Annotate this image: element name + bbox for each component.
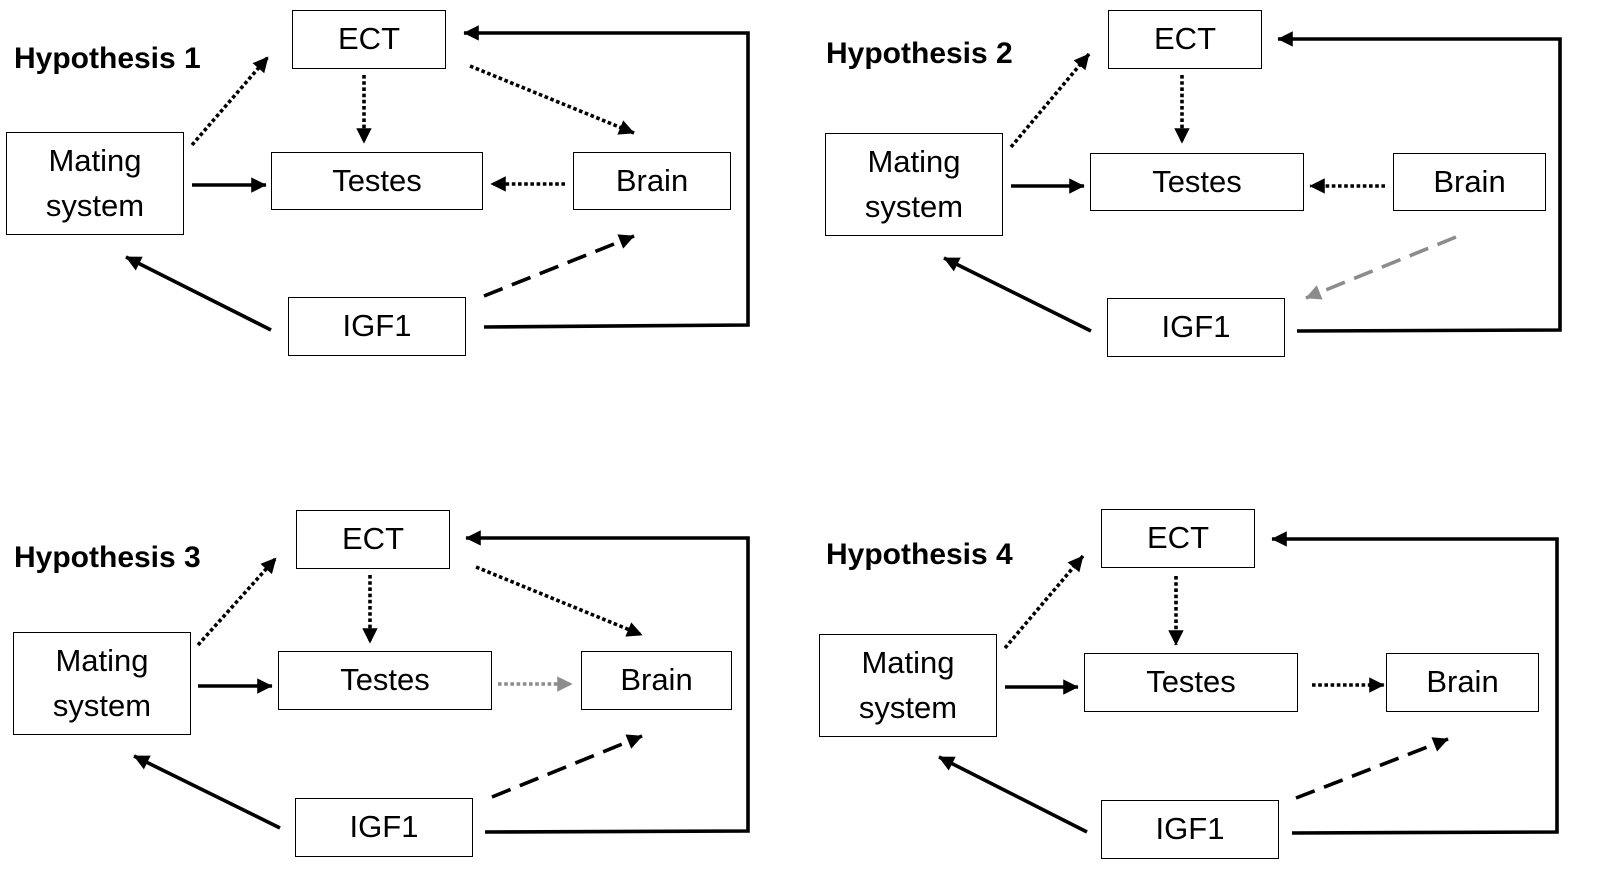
igf1-label: IGF1 xyxy=(342,308,412,344)
mating-system-label: Mating system xyxy=(858,644,958,725)
ect-node: ECT xyxy=(1108,10,1262,69)
arrow-igf1-to-mating xyxy=(943,256,1092,333)
arrow-igf1-to-brain xyxy=(1295,737,1449,800)
arrow-ect-to-brain xyxy=(475,565,643,637)
ect-label: ECT xyxy=(1154,21,1216,57)
arrow-mating-to-ect xyxy=(190,55,270,147)
testes-node: Testes xyxy=(1084,653,1298,712)
igf1-label: IGF1 xyxy=(1155,811,1225,847)
edges-layer xyxy=(938,531,1559,835)
arrow-igf1-to-mating xyxy=(133,754,281,830)
ect-node: ECT xyxy=(1101,509,1255,568)
brain-label: Brain xyxy=(1433,163,1506,199)
hypothesis-panel-2: Hypothesis 2 ECT Mating system Testes Br… xyxy=(800,0,1600,443)
ect-label: ECT xyxy=(1147,520,1209,556)
arrow-igf1-to-ect xyxy=(1277,31,1562,333)
brain-label: Brain xyxy=(1426,664,1499,700)
arrow-igf1-to-ect xyxy=(463,25,750,329)
ect-node: ECT xyxy=(296,510,450,569)
mating-system-label: Mating system xyxy=(45,142,145,223)
mating-system-node: Mating system xyxy=(6,132,184,235)
ect-label: ECT xyxy=(342,521,404,557)
arrow-igf1-to-brain xyxy=(483,234,635,298)
ect-label: ECT xyxy=(338,21,400,57)
testes-node: Testes xyxy=(271,152,483,210)
hypothesis-title: Hypothesis 1 xyxy=(14,42,201,75)
hypothesis-title: Hypothesis 3 xyxy=(14,541,201,574)
edges-layer xyxy=(125,25,750,332)
testes-label: Testes xyxy=(340,662,430,698)
testes-label: Testes xyxy=(332,162,422,198)
hypothesis-title: Hypothesis 2 xyxy=(826,37,1013,70)
brain-label: Brain xyxy=(615,162,689,198)
edges-layer xyxy=(943,31,1562,333)
hypothesis-panel-4: Hypothesis 4 ECT Mating system Testes Br… xyxy=(800,443,1600,886)
arrow-igf1-to-mating xyxy=(125,255,272,332)
arrow-brain-to-igf1 xyxy=(1305,235,1457,300)
edges-layer xyxy=(133,530,750,834)
mating-system-node: Mating system xyxy=(13,632,191,735)
testes-node: Testes xyxy=(1090,153,1304,211)
hypothesis-panel-1: Hypothesis 1 ECT Mating system Testes Br… xyxy=(0,0,800,443)
mating-system-node: Mating system xyxy=(819,634,997,737)
arrow-igf1-to-ect xyxy=(465,530,750,834)
arrow-igf1-to-ect xyxy=(1271,531,1559,835)
brain-node: Brain xyxy=(581,651,732,710)
igf1-label: IGF1 xyxy=(1161,309,1231,345)
arrow-ect-to-brain xyxy=(469,64,635,135)
arrow-mating-to-ect xyxy=(1009,52,1091,149)
testes-label: Testes xyxy=(1146,664,1236,700)
hypothesis-panel-3: Hypothesis 3 ECT Mating system Testes Br… xyxy=(0,443,800,886)
arrow-igf1-to-mating xyxy=(938,755,1088,834)
hypothesis-title: Hypothesis 4 xyxy=(826,538,1013,571)
testes-node: Testes xyxy=(278,651,492,710)
ect-node: ECT xyxy=(292,10,446,69)
mating-system-label: Mating system xyxy=(864,143,964,224)
arrow-igf1-to-brain xyxy=(491,734,643,799)
igf1-node: IGF1 xyxy=(1107,298,1285,357)
igf1-node: IGF1 xyxy=(295,798,473,857)
brain-label: Brain xyxy=(620,662,693,698)
igf1-label: IGF1 xyxy=(349,809,419,845)
testes-label: Testes xyxy=(1152,163,1242,199)
brain-node: Brain xyxy=(1386,653,1539,712)
mating-system-node: Mating system xyxy=(825,133,1003,236)
brain-node: Brain xyxy=(573,152,731,210)
mating-system-label: Mating system xyxy=(52,642,152,723)
igf1-node: IGF1 xyxy=(1101,800,1279,859)
brain-node: Brain xyxy=(1393,153,1546,211)
arrow-mating-to-ect xyxy=(1003,554,1085,650)
igf1-node: IGF1 xyxy=(288,297,466,356)
arrow-mating-to-ect xyxy=(196,556,278,647)
